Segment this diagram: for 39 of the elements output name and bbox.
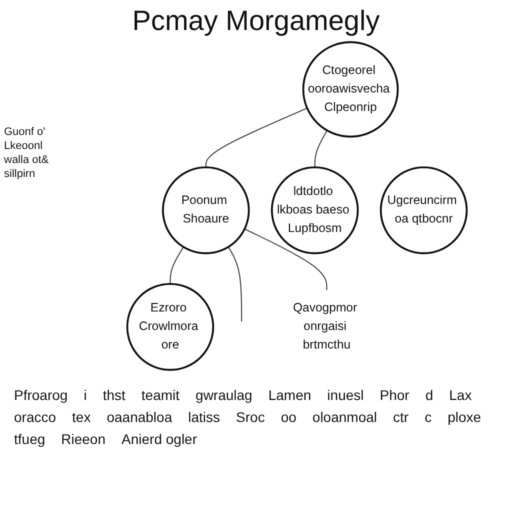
table-text: Phor [380,386,410,404]
side-note: Lkeoonl [4,140,43,152]
table-text: oracco [14,408,56,426]
table-text: tex [72,408,91,426]
connector [228,246,242,322]
table-text: ctr [393,408,409,426]
diagram-title: Pcmay Morgamegly [132,6,380,36]
table-text: gwraulag [196,386,252,404]
table-text: Lamen [268,386,312,404]
side-note: sillpirn [4,168,36,180]
node-circle: ldtdotlo lkboas baeso Lupfbosm [270,166,359,254]
table-text: oo [280,408,296,426]
table-text: ploxe [448,408,482,426]
table-text: latiss [188,408,220,426]
table-text: oaanabloa [106,408,172,426]
node-text: Qavogpmor onrgaisi brtmcthu [292,302,358,352]
node-circle: Ctogeorel ooroawisvecha Clpeonrip [302,41,399,138]
table-text: i [84,386,87,404]
table-text: thst [102,386,126,404]
connector [314,130,328,168]
node-circle: Poonum Shoaure [162,166,250,254]
table-text: c [424,408,432,426]
connector [205,108,308,168]
table-text: Pfroarog [14,386,68,404]
table-text: Lax [449,386,472,404]
node-circle: Ezroro Crowlmora ore [126,282,214,371]
table-text: tfueg [14,430,46,448]
connector [170,246,184,284]
table-text: oloanmoal [312,408,378,426]
side-note: Guonf o' [4,126,46,138]
table-text: teamit [141,386,180,404]
table-text: d [425,386,434,404]
connector [244,228,328,290]
table-text: Rieeon [61,430,106,448]
table-text: inuesl [327,386,364,404]
table-text: Sroc [236,408,265,426]
side-note: walla ot& [4,154,49,166]
node-circle: Ugcreuncirm oa qtbocnr [380,166,468,254]
table-text: Anierd ogler [122,430,198,448]
